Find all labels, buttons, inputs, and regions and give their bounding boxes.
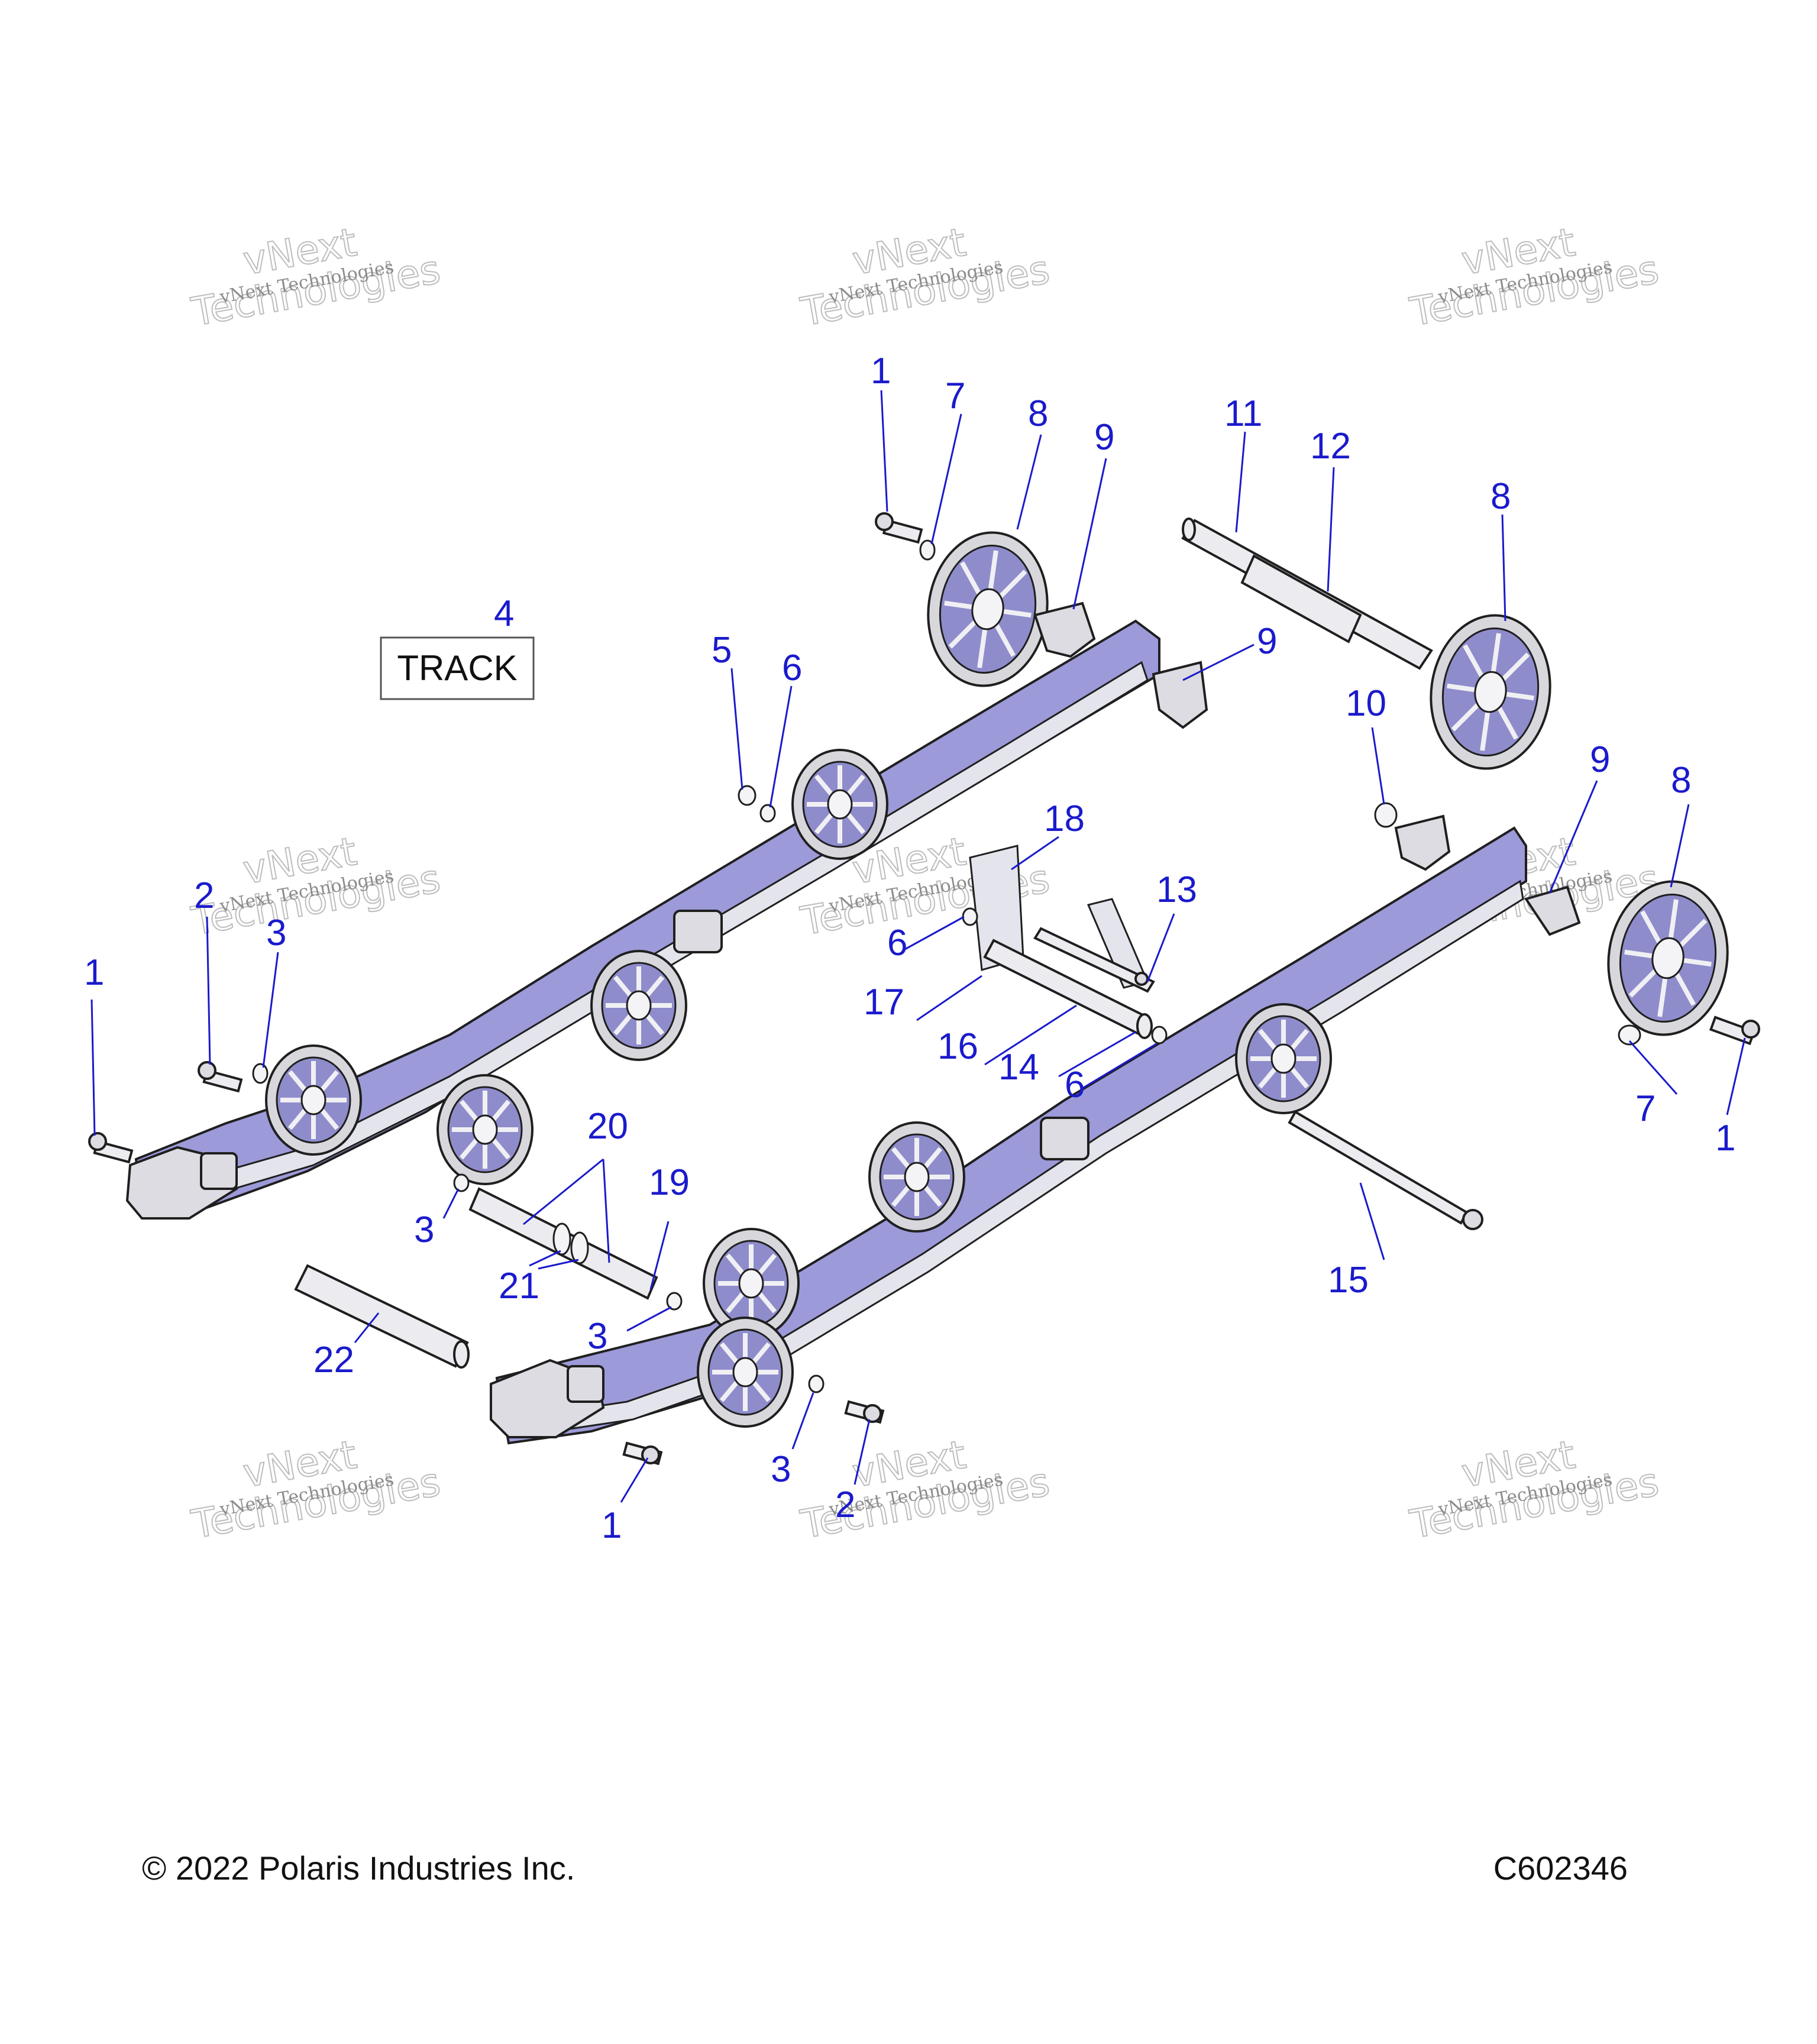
callout-20: 20 bbox=[587, 1106, 628, 1147]
watermark-bottom-right: vNext Technologies vNext Technologies bbox=[1406, 1431, 1663, 1548]
wheel-upper-rear bbox=[266, 1046, 361, 1154]
wheel-upper-front bbox=[591, 951, 686, 1060]
callout-7-right: 7 bbox=[1635, 1088, 1656, 1129]
callout-3-left: 3 bbox=[266, 913, 286, 953]
callout-6-mid: 6 bbox=[887, 923, 907, 963]
diagram-code: C602346 bbox=[1493, 1849, 1628, 1887]
callout-7-top: 7 bbox=[945, 376, 965, 416]
lower-rail-slider-block bbox=[1040, 1117, 1089, 1160]
callout-13: 13 bbox=[1156, 869, 1197, 910]
watermark-bottom-left: vNext Technologies vNext Technologies bbox=[187, 1431, 444, 1548]
wheel-lower-mid bbox=[869, 1123, 964, 1231]
upper-rail-slider-block bbox=[673, 910, 723, 953]
callout-12: 12 bbox=[1310, 426, 1351, 467]
copyright-text: © 2022 Polaris Industries Inc. bbox=[142, 1849, 575, 1887]
wheel-upper-far bbox=[793, 750, 887, 859]
callout-8-right: 8 bbox=[1671, 760, 1691, 801]
callout-9-top: 9 bbox=[1094, 417, 1114, 458]
callout-9-right: 9 bbox=[1590, 739, 1610, 780]
wheel-lower-far bbox=[1236, 1004, 1331, 1113]
watermark-top-left: vNext Technologies vNext Technologies bbox=[187, 219, 444, 336]
track-label: TRACK bbox=[397, 648, 517, 688]
callout-19: 19 bbox=[649, 1162, 690, 1203]
wheel-upper-mid bbox=[438, 1075, 532, 1184]
callout-5: 5 bbox=[712, 630, 732, 671]
callout-2-bottom: 2 bbox=[835, 1485, 855, 1525]
callout-4: 4 bbox=[494, 593, 514, 634]
lower-rail-slide bbox=[507, 879, 1524, 1438]
upper-rail-assembly bbox=[125, 619, 1160, 1220]
callout-14: 14 bbox=[998, 1047, 1039, 1088]
callout-16: 16 bbox=[937, 1026, 978, 1067]
callout-17: 17 bbox=[864, 982, 904, 1023]
callout-9-mid: 9 bbox=[1257, 621, 1277, 662]
wheel-lower-front bbox=[698, 1318, 793, 1427]
callout-1-top: 1 bbox=[871, 351, 891, 392]
mount-block-9-right bbox=[1524, 885, 1581, 936]
callout-15: 15 bbox=[1328, 1260, 1369, 1301]
callout-22: 22 bbox=[313, 1340, 354, 1380]
shaft-20 bbox=[468, 1187, 658, 1300]
callout-3-bottom: 3 bbox=[771, 1449, 791, 1490]
upper-rail-rear-block bbox=[200, 1152, 238, 1190]
callout-11: 11 bbox=[1224, 393, 1262, 434]
shaft-22 bbox=[294, 1264, 470, 1369]
mount-block-9-left bbox=[1394, 814, 1451, 871]
callout-1-left: 1 bbox=[84, 952, 104, 993]
callout-3-mid: 3 bbox=[414, 1209, 434, 1250]
callout-18: 18 bbox=[1044, 798, 1085, 839]
upper-rail bbox=[134, 619, 1160, 1220]
bolt-15 bbox=[1288, 1110, 1483, 1230]
upper-rail-slide bbox=[140, 661, 1149, 1214]
leader-lines bbox=[90, 390, 1746, 1503]
watermark-bottom-center: vNext Technologies vNext Technologies bbox=[797, 1431, 1053, 1548]
callout-6-top: 6 bbox=[782, 648, 802, 688]
callout-6-low: 6 bbox=[1065, 1065, 1085, 1105]
axle-shaft-11-12 bbox=[1181, 518, 1433, 670]
callout-21: 21 bbox=[499, 1266, 539, 1306]
cross-shaft-16 bbox=[969, 845, 1155, 1039]
callout-8-top: 8 bbox=[1028, 393, 1048, 434]
callout-8-mid: 8 bbox=[1491, 476, 1511, 517]
track-box: TRACK bbox=[380, 636, 535, 700]
callout-10: 10 bbox=[1346, 683, 1386, 724]
callouts: 1 7 8 9 11 12 8 4 9 5 6 10 9 8 18 13 2 3… bbox=[84, 351, 1735, 1546]
idler-wheel-mid bbox=[1421, 607, 1560, 776]
callout-1-bottom: 1 bbox=[602, 1505, 622, 1546]
mount-block-9-mid bbox=[1152, 661, 1208, 729]
lower-rail-rear-block bbox=[567, 1365, 604, 1403]
callout-2-left: 2 bbox=[194, 875, 214, 916]
watermark-top-right: vNext Technologies vNext Technologies bbox=[1406, 219, 1663, 336]
watermark-top-center: vNext Technologies vNext Technologies bbox=[797, 219, 1053, 336]
watermark-mid-left: vNext Technologies vNext Technologies bbox=[187, 828, 444, 945]
callout-3-low: 3 bbox=[587, 1316, 607, 1357]
lower-rail-assembly bbox=[490, 826, 1527, 1445]
callout-1-right: 1 bbox=[1715, 1118, 1735, 1159]
idler-wheel-top bbox=[919, 525, 1057, 693]
